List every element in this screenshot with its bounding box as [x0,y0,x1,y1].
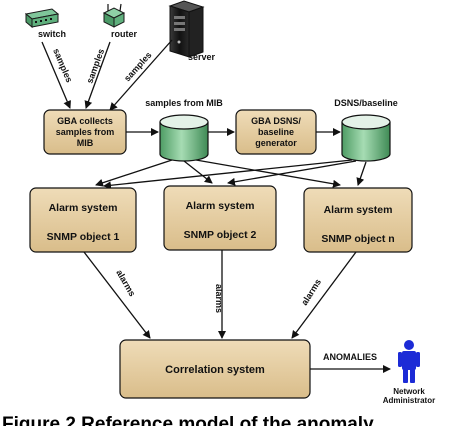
router-label: router [111,29,138,39]
alarms-arrow-1 [83,251,151,339]
alarm-system-2-box [163,185,277,251]
alarm-system-n-title: Alarm system [324,204,393,216]
switch-label: switch [38,29,66,39]
samples-arrow-switch [41,41,71,109]
server-label: server [188,52,216,62]
gba-collects-line1: GBA collects [57,116,113,126]
alarm-system-1-box [29,187,137,253]
mib-db-label: samples from MIB [145,98,223,108]
alarm-system-1-title: Alarm system [49,202,118,214]
baseline-to-alarm2-arrow [227,160,357,186]
gba-collects-line2: samples from [56,127,115,137]
samples-arrow-server [109,39,173,111]
anomalies-label: ANOMALIES [323,352,377,362]
samples-arrow-router [84,41,111,109]
baseline-to-alarmn-arrow [356,161,367,186]
gba-dsns-line3: generator [255,138,297,148]
gba-dsns-line2: baseline [258,127,294,137]
alarms-label-2: alarms [214,284,224,313]
alarm-system-n-object: SNMP object n [321,233,394,245]
network-administrator-icon [398,340,420,383]
gba-dsns-line1: GBA DSNS/ [251,116,301,126]
gba-collects-line3: MIB [77,138,94,148]
switch-icon [24,8,60,29]
alarm-system-n-box [303,187,413,253]
mib-to-alarm1-arrow [95,159,173,187]
server-icon [168,0,205,58]
samples-label-2: samples [84,47,106,84]
alarm-system-2-object: SNMP object 2 [184,229,257,241]
mib-to-alarm2-arrow [183,160,213,184]
admin-label-line1: Network [393,387,425,396]
figure-caption: Figure 2 Reference model of the anomaly [2,414,374,426]
correlation-system-label: Correlation system [165,364,265,376]
mib-database-icon [159,114,209,162]
alarms-label-1: alarms [114,268,137,298]
mib-to-alarmn-arrow [195,159,341,188]
admin-label-line2: Administrator [383,396,435,405]
alarm-system-2-title: Alarm system [186,200,255,212]
baseline-to-alarm1-arrow [103,159,353,190]
router-icon [102,3,126,28]
samples-label-1: samples [51,47,74,84]
alarms-label-n: alarms [299,277,323,307]
dsns-database-icon [341,114,391,162]
alarm-system-1-object: SNMP object 1 [47,231,120,243]
dsns-db-label: DSNS/baseline [334,98,398,108]
alarms-arrow-n [291,251,357,339]
